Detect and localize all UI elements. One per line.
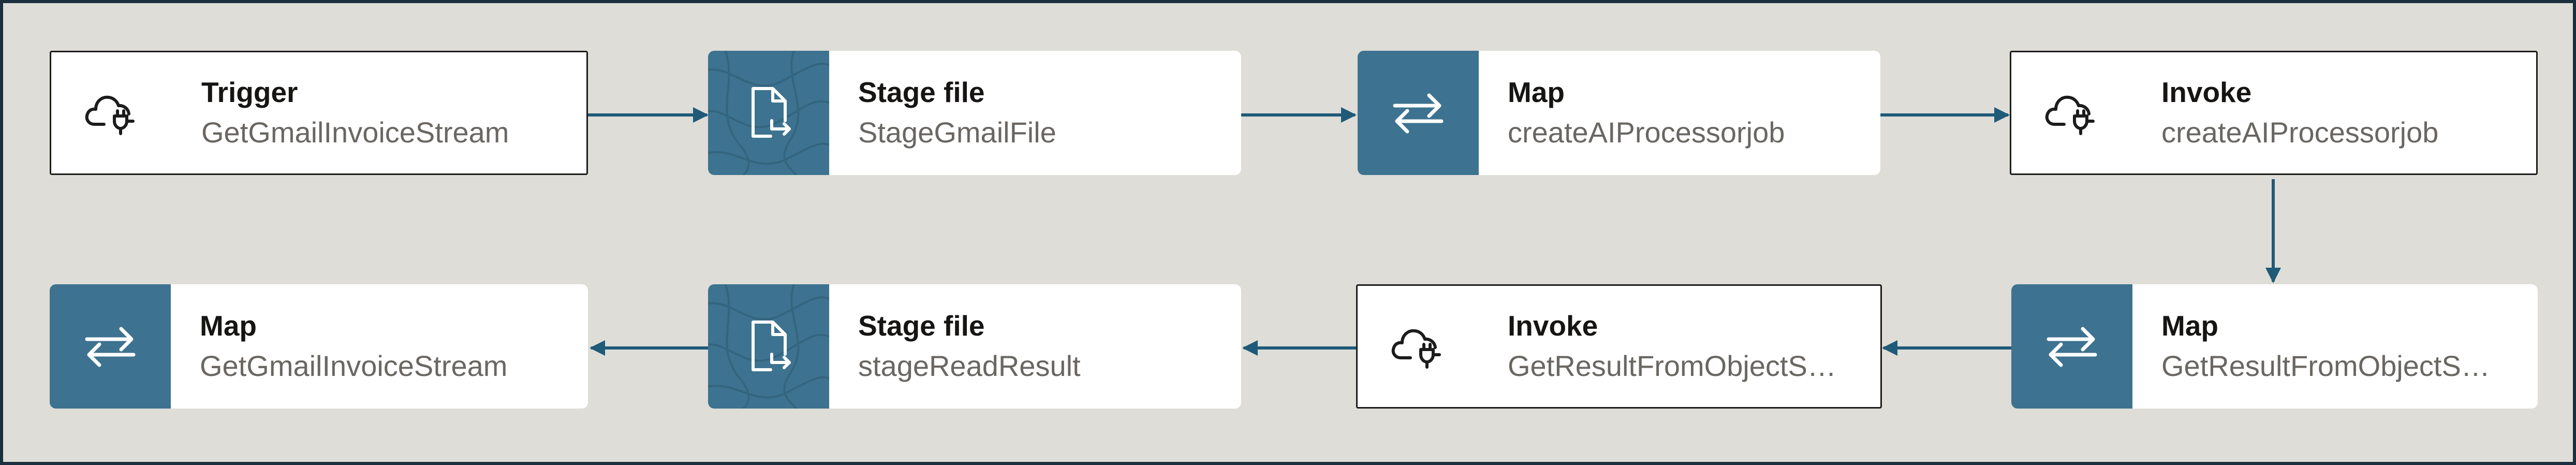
- node-invoke-create-ai-processor-job[interactable]: Invoke createAIProcessorjob: [2010, 51, 2538, 175]
- node-name-label: GetGmailInvoiceStream: [201, 116, 509, 149]
- node-icon-box: [708, 284, 829, 409]
- node-type-label: Trigger: [201, 76, 298, 109]
- map-arrows-icon: [85, 327, 136, 367]
- cloud-plug-icon: [85, 95, 135, 135]
- connector-layer: [585, 107, 2281, 356]
- stage-file-icon: [752, 321, 791, 371]
- node-map-get-gmail-invoice-stream[interactable]: Map GetGmailInvoiceStream: [50, 284, 588, 409]
- texture-pattern: [708, 51, 829, 175]
- node-name-label: GetGmailInvoiceStream: [200, 350, 508, 383]
- node-name-label: GetResultFromObjectS…: [1508, 350, 1836, 383]
- node-name-label: GetResultFromObjectS…: [2161, 350, 2490, 383]
- node-trigger-get-gmail-invoice-stream[interactable]: Trigger GetGmailInvoiceStream: [50, 51, 588, 175]
- node-icon-box: [1358, 286, 1479, 407]
- texture-pattern: [708, 284, 829, 409]
- node-icon-box: [1358, 51, 1479, 175]
- node-icon-box: [708, 51, 829, 175]
- node-map-create-ai-processor-job[interactable]: Map createAIProcessorjob: [1358, 51, 1880, 175]
- map-arrows-icon: [2047, 327, 2097, 367]
- node-map-get-result-from-object-storage[interactable]: Map GetResultFromObjectS…: [2011, 284, 2538, 409]
- node-name-label: StageGmailFile: [858, 116, 1056, 149]
- node-icon-box: [50, 284, 171, 409]
- node-stage-file-stage-gmail-file[interactable]: Stage file StageGmailFile: [708, 51, 1241, 175]
- node-type-label: Stage file: [858, 310, 985, 342]
- node-type-label: Invoke: [2161, 76, 2252, 109]
- node-name-label: createAIProcessorjob: [2161, 116, 2439, 149]
- node-icon-box: [2011, 284, 2132, 409]
- node-icon-box: [2011, 52, 2132, 173]
- node-stage-file-stage-read-result[interactable]: Stage file stageReadResult: [708, 284, 1241, 409]
- node-name-label: stageReadResult: [858, 350, 1081, 383]
- cloud-plug-icon: [1391, 329, 1441, 369]
- node-name-label: createAIProcessorjob: [1508, 116, 1785, 149]
- node-type-label: Map: [1508, 76, 1565, 109]
- stage-file-icon: [752, 87, 791, 138]
- node-invoke-get-result-from-object-storage[interactable]: Invoke GetResultFromObjectS…: [1356, 284, 1882, 409]
- cloud-plug-icon: [2045, 95, 2095, 135]
- node-type-label: Invoke: [1508, 310, 1598, 342]
- node-type-label: Stage file: [858, 76, 985, 109]
- node-type-label: Map: [200, 310, 257, 342]
- map-arrows-icon: [1393, 93, 1444, 134]
- node-icon-box: [51, 52, 172, 173]
- node-type-label: Map: [2161, 310, 2218, 342]
